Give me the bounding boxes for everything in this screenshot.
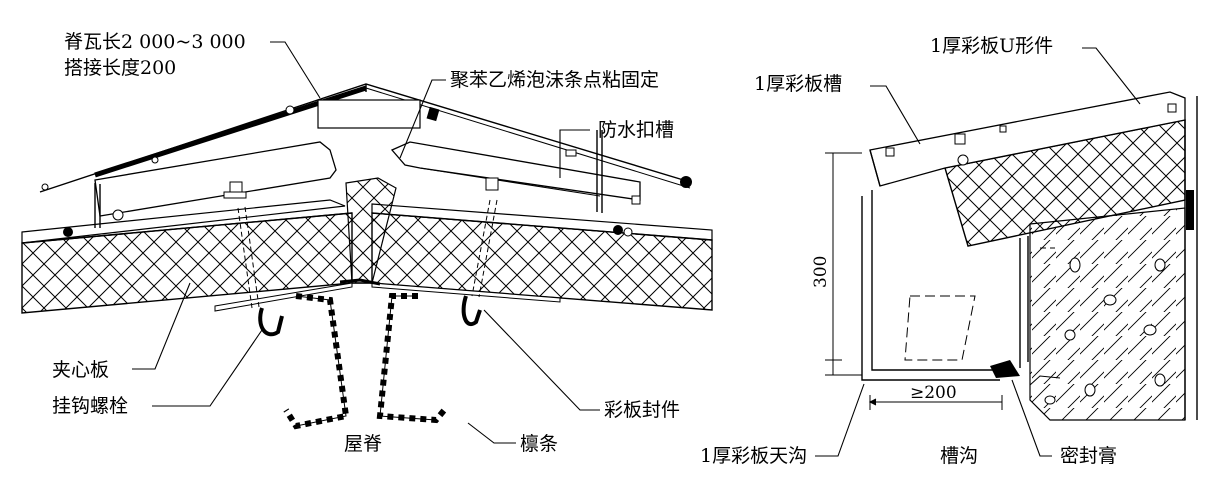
z-purlins [283, 293, 449, 430]
hook-bolt-label: 挂钩螺栓 [52, 395, 128, 417]
u-piece-label: 1厚彩板U形件 [930, 35, 1053, 57]
flashing-label: 彩板封件 [604, 399, 680, 421]
left-cap-channel [41, 105, 337, 237]
right-sandwich-panel [371, 203, 713, 311]
wall-section [1029, 96, 1198, 421]
ridge-tile-note-line1: 脊瓦长2 000~3 000 [64, 31, 246, 53]
ridge-tile [39, 83, 691, 193]
trough-label: 槽沟 [940, 445, 978, 467]
right-cap-channel [390, 130, 692, 237]
ridge-tile-note-line2: 搭接长度200 [64, 57, 176, 79]
purlin-label: 檩条 [520, 433, 558, 455]
gutter-trough [861, 190, 1061, 386]
left-sandwich-panel [21, 199, 353, 314]
sandwich-panel-label: 夹心板 [52, 359, 109, 381]
sealant-label: 密封膏 [1060, 444, 1117, 467]
gutter-dimensions [825, 152, 1003, 410]
gutter-roof-panel [869, 91, 1194, 247]
channel-label: 1厚彩板槽 [754, 73, 842, 95]
left-leaders [132, 41, 600, 444]
left-ridge-detail: 脊瓦长2 000~3 000 搭接长度200 聚苯乙烯泡沫条点粘固定 防水扣槽 … [21, 31, 713, 455]
gutter-label: 1厚彩板天沟 [700, 445, 807, 467]
width-dimension: ≥200 [910, 383, 957, 403]
right-leaders [815, 47, 1141, 457]
height-dimension: 300 [811, 256, 831, 288]
right-gutter-detail: 1厚彩板U形件 1厚彩板槽 1厚彩板天沟 槽沟 密封膏 300 ≥200 [700, 35, 1198, 467]
foam-strip-label: 聚苯乙烯泡沫条点粘固定 [450, 69, 659, 91]
ridge-label: 屋脊 [344, 433, 382, 455]
hook-bolts [237, 199, 498, 337]
foam-filler-strip [339, 177, 397, 286]
waterproof-cap-label: 防水扣槽 [598, 119, 674, 141]
